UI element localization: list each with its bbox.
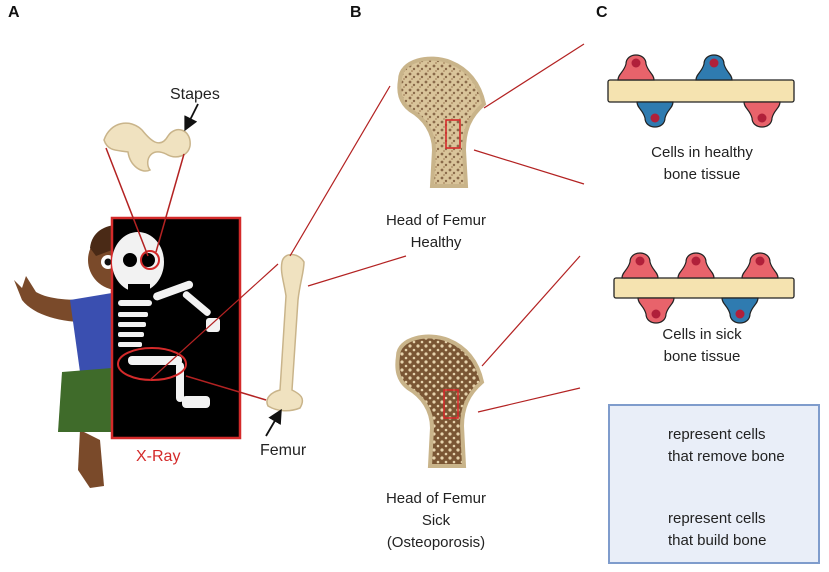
healthy-tissue-caption-line2: bone tissue <box>663 166 741 183</box>
sick-zoom-line-bottom <box>477 387 581 413</box>
sick-bone-strip <box>613 277 795 299</box>
stapes-bone <box>103 122 191 172</box>
femur-head-healthy <box>397 56 487 188</box>
sick-tissue-caption: Cells in sick bone tissue <box>622 324 782 368</box>
healthy-cells <box>617 54 781 128</box>
healthy-build-cell <box>636 101 674 128</box>
healthy-remove-cell <box>617 54 655 81</box>
sick-remove-cell <box>621 252 659 279</box>
femur-callout-line <box>185 375 267 401</box>
legend-build-line2: that build bone <box>668 532 767 549</box>
xray-label: X-Ray <box>136 448 181 465</box>
femur-sick-caption-line3: (Osteoporosis) <box>386 534 486 551</box>
stapes-label: Stapes <box>170 86 220 103</box>
stapes-location-circle <box>140 250 160 270</box>
femur-head-line-lower <box>149 263 279 381</box>
femur-location-circle <box>117 347 187 381</box>
sick-remove-cell <box>677 252 715 279</box>
stapes-callout-line-left <box>105 147 149 257</box>
femur-healthy-caption-line2: Healthy <box>410 234 462 251</box>
healthy-zoom-line-top <box>483 43 585 109</box>
stapes-arrow <box>184 103 199 132</box>
femur-bone <box>266 253 305 412</box>
femur-sick-caption: Head of Femur Sick (Osteoporosis) <box>366 488 506 554</box>
sick-tissue-caption-line1: Cells in sick <box>662 326 742 343</box>
skeleton <box>112 232 220 408</box>
femur-head-line-right <box>307 255 407 287</box>
sick-zoom-line-top <box>481 255 581 367</box>
femur-healthy-caption-line1: Head of Femur <box>385 212 487 229</box>
femur-label: Femur <box>260 442 307 459</box>
stapes-callout-line-right <box>155 153 185 253</box>
panel-label-b: B <box>350 4 362 21</box>
healthy-tissue-caption-line1: Cells in healthy <box>651 144 753 161</box>
legend-remove-line1: represent cells <box>668 426 766 443</box>
panel-label-c: C <box>596 4 608 21</box>
femur-sick-caption-line2: Sick <box>421 512 451 529</box>
panel-label-a: A <box>8 4 20 21</box>
legend-build-text: represent cells that build bone <box>668 508 766 552</box>
sick-cells <box>621 252 779 324</box>
healthy-zoom-line-bottom <box>473 149 585 185</box>
healthy-tissue-caption: Cells in healthy bone tissue <box>622 142 782 186</box>
legend-remove-text: represent cells that remove bone <box>668 424 785 468</box>
legend-remove-line2: that remove bone <box>668 448 785 465</box>
healthy-remove-cell <box>743 101 781 128</box>
femur-sick-caption-line1: Head of Femur <box>385 490 487 507</box>
healthy-bone-strip <box>607 79 795 103</box>
legend-box <box>608 404 820 564</box>
femur-head-line-upper <box>289 85 391 257</box>
healthy-build-cell <box>695 54 733 81</box>
legend-build-line1: represent cells <box>668 510 766 527</box>
femur-arrow <box>265 408 282 437</box>
femur-healthy-caption: Head of Femur Healthy <box>366 210 506 254</box>
femur-head-sick <box>395 334 485 468</box>
sick-tissue-caption-line2: bone tissue <box>663 348 741 365</box>
sick-remove-cell <box>741 252 779 279</box>
sick-build-cell <box>721 297 759 324</box>
sick-remove-cell <box>637 297 675 324</box>
